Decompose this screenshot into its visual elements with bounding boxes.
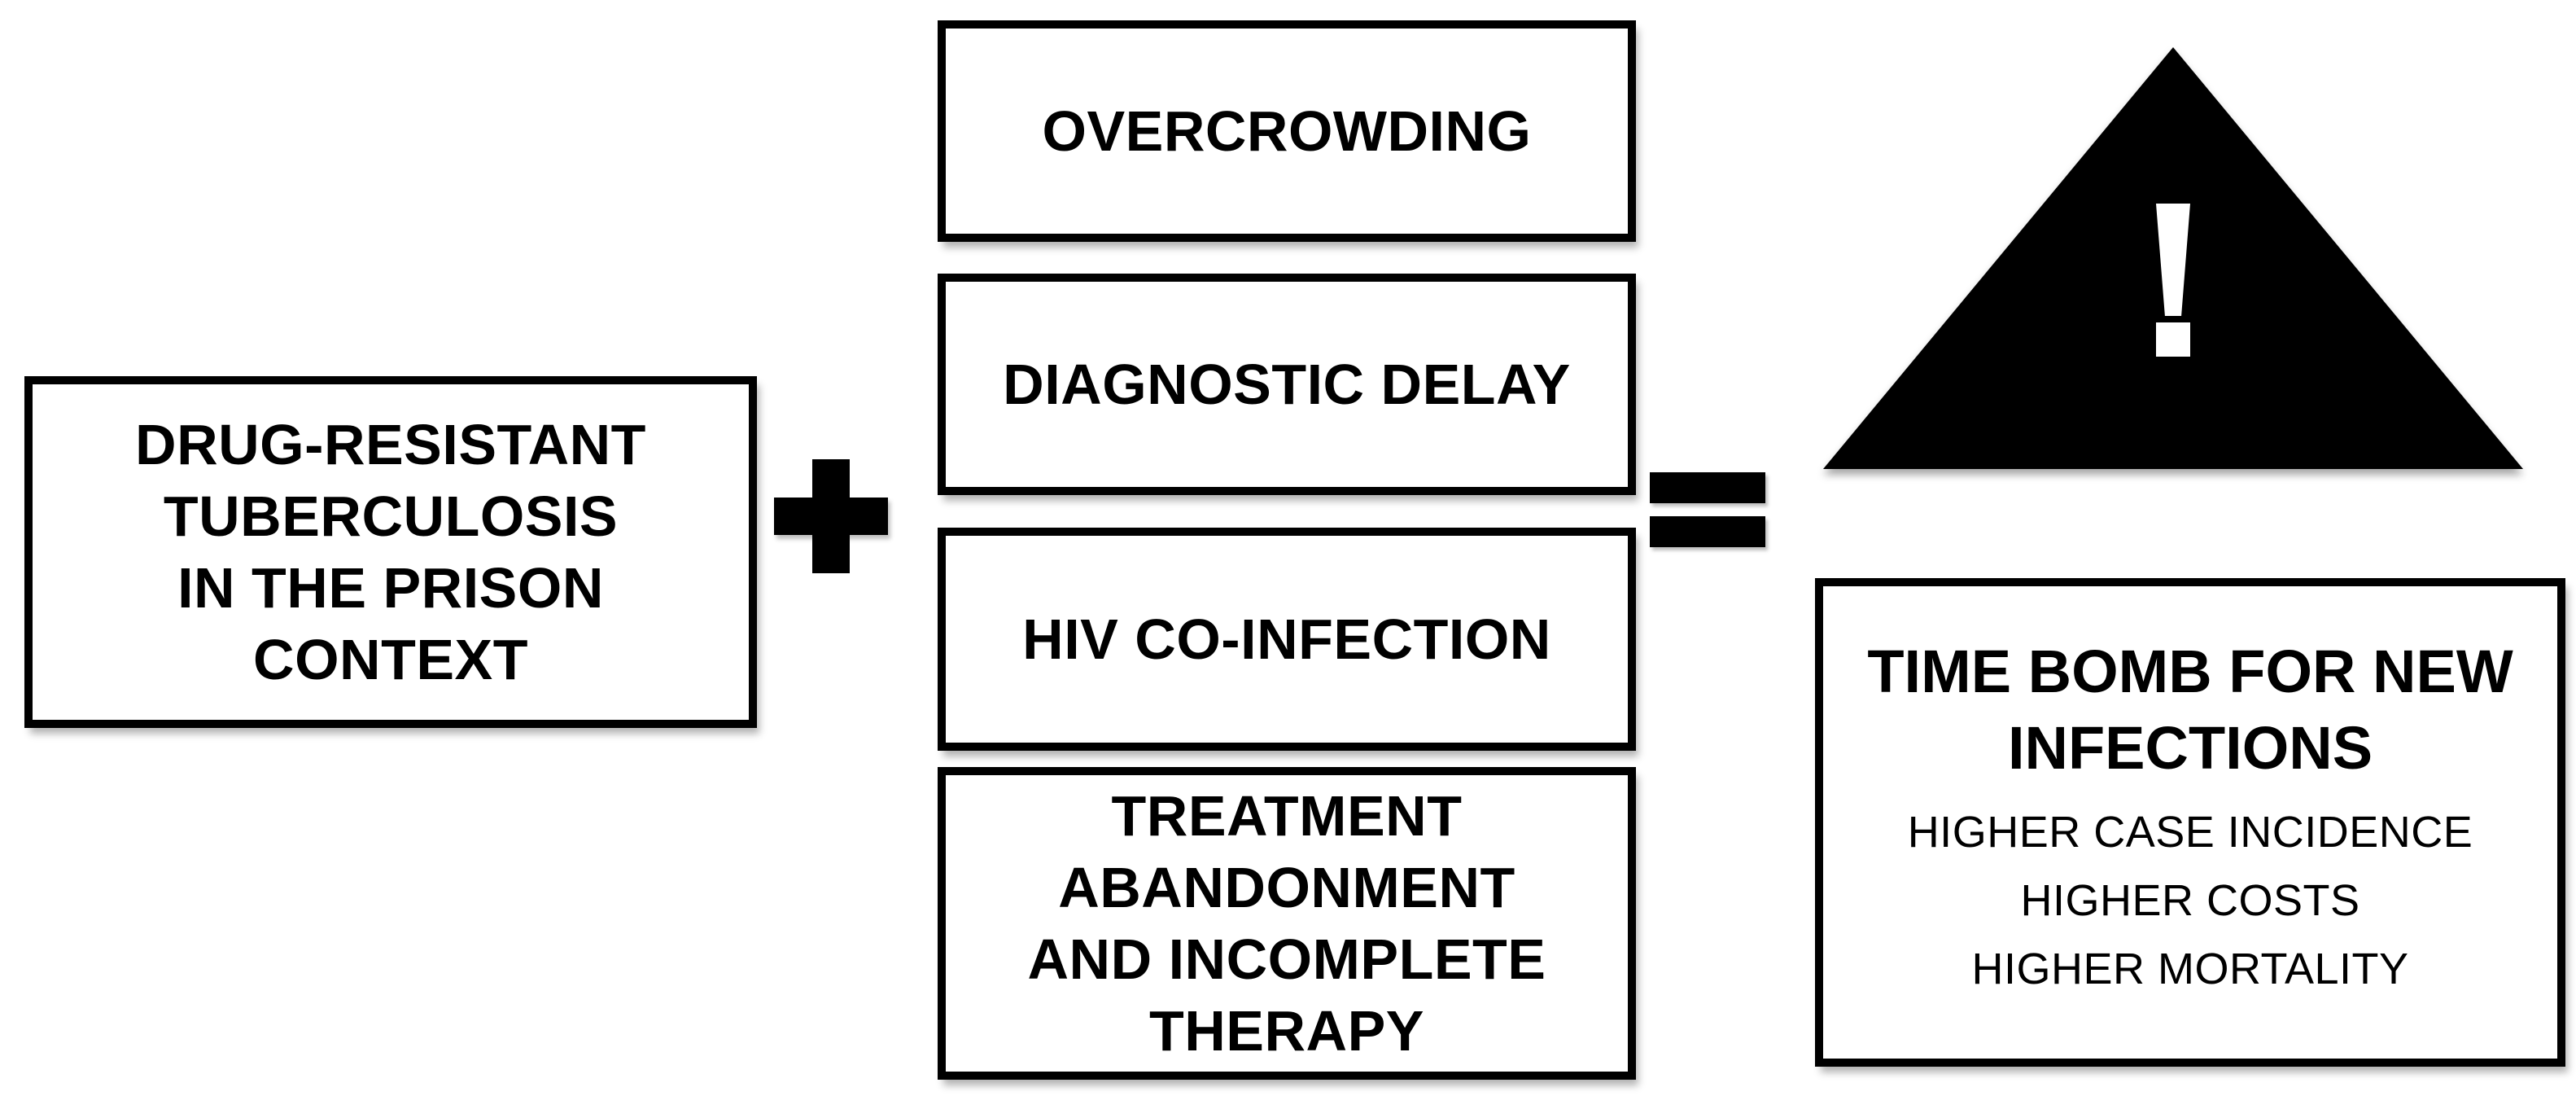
result-item-incidence: HIGHER CASE INCIDENCE (1907, 808, 2473, 857)
factor-box-diagnostic-delay: DIAGNOSTIC DELAY (938, 274, 1636, 495)
result-item-costs: HIGHER COSTS (2020, 876, 2360, 925)
factor-box-treatment-abandonment: TREATMENT ABANDONMENT AND INCOMPLETE THE… (938, 767, 1636, 1080)
factor-label: DIAGNOSTIC DELAY (1003, 353, 1571, 416)
equals-top-bar (1650, 472, 1765, 503)
factor-box-overcrowding: OVERCROWDING (938, 20, 1636, 242)
cause-box-drug-resistant-tb: DRUG-RESISTANT TUBERCULOSIS IN THE PRISO… (24, 376, 757, 728)
factor-label: TREATMENT ABANDONMENT AND INCOMPLETE THE… (1027, 784, 1546, 1063)
result-item-mortality: HIGHER MORTALITY (1971, 945, 2409, 993)
warning-triangle-exclamation-icon (1823, 47, 2523, 469)
plus-vertical-bar (812, 459, 850, 573)
equals-icon (1650, 472, 1765, 547)
result-box-time-bomb: TIME BOMB FOR NEW INFECTIONS HIGHER CASE… (1815, 578, 2565, 1067)
equals-bottom-bar (1650, 516, 1765, 547)
factor-box-hiv-co-infection: HIV CO-INFECTION (938, 528, 1636, 751)
result-box-title: TIME BOMB FOR NEW INFECTIONS (1867, 638, 2513, 782)
plus-icon (774, 459, 888, 573)
factor-label: OVERCROWDING (1042, 99, 1532, 163)
factor-label: HIV CO-INFECTION (1022, 607, 1551, 671)
exclamation-dot (2156, 322, 2190, 357)
cause-box-label: DRUG-RESISTANT TUBERCULOSIS IN THE PRISO… (135, 413, 646, 691)
result-box-items: HIGHER CASE INCIDENCE HIGHER COSTS HIGHE… (1908, 798, 2473, 1003)
